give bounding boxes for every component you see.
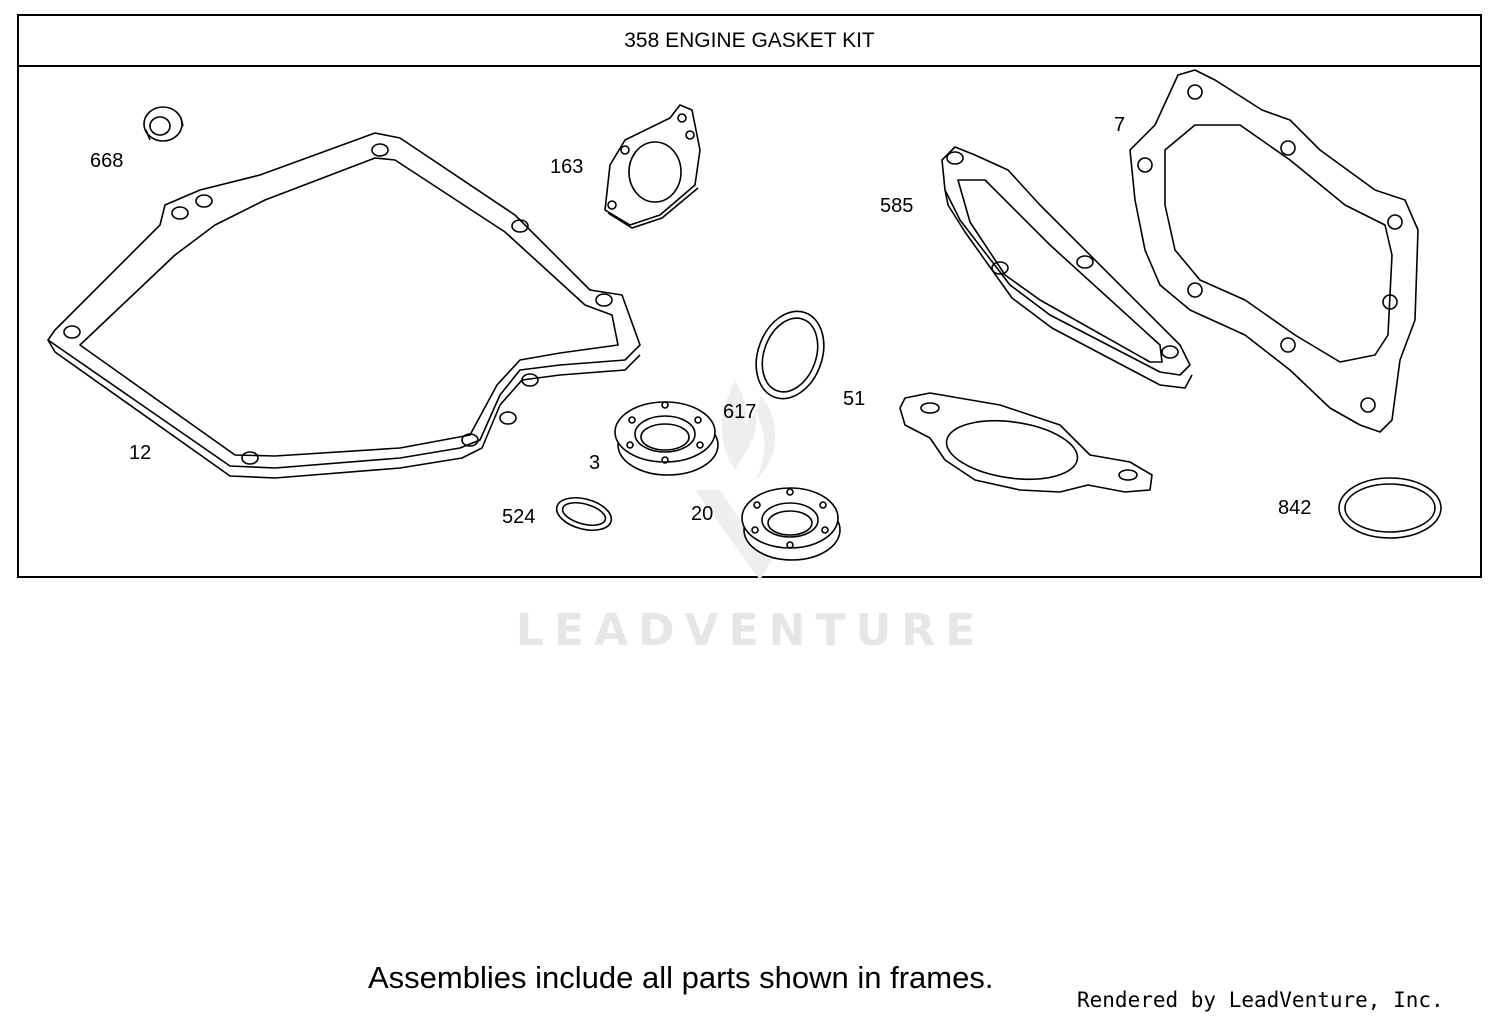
watermark-logo <box>695 380 790 580</box>
rendered-by-credit: Rendered by LeadVenture, Inc. <box>1077 988 1444 1012</box>
callout-524: 524 <box>502 506 535 528</box>
part-3-oil-seal[interactable] <box>614 401 719 476</box>
callout-20: 20 <box>691 503 713 525</box>
part-12-crankcase-gasket[interactable] <box>47 132 641 479</box>
frame-title: 358 ENGINE GASKET KIT <box>19 16 1480 67</box>
callout-842: 842 <box>1278 497 1311 519</box>
leadventure-watermark: LEADVENTURE <box>515 605 986 656</box>
assembly-frame: 358 ENGINE GASKET KIT <box>17 14 1482 578</box>
part-585-gasket[interactable] <box>941 146 1193 389</box>
part-524-o-ring[interactable] <box>553 492 615 535</box>
callout-617: 617 <box>723 401 756 423</box>
callout-668: 668 <box>90 150 123 172</box>
part-7-head-gasket[interactable] <box>1129 69 1419 433</box>
callout-7: 7 <box>1114 114 1125 136</box>
assemblies-note: Assemblies include all parts shown in fr… <box>368 960 994 995</box>
callout-51: 51 <box>843 388 865 410</box>
callout-585: 585 <box>880 195 913 217</box>
callout-163: 163 <box>550 156 583 178</box>
callout-3: 3 <box>589 452 600 474</box>
part-51-exhaust-gasket[interactable] <box>899 392 1153 493</box>
part-617-o-ring[interactable] <box>745 302 836 408</box>
part-20-oil-seal[interactable] <box>741 487 841 561</box>
part-668-seal[interactable] <box>143 106 184 142</box>
callout-12: 12 <box>129 442 151 464</box>
part-163-gasket[interactable] <box>604 104 701 229</box>
part-842-o-ring[interactable] <box>1338 477 1442 539</box>
